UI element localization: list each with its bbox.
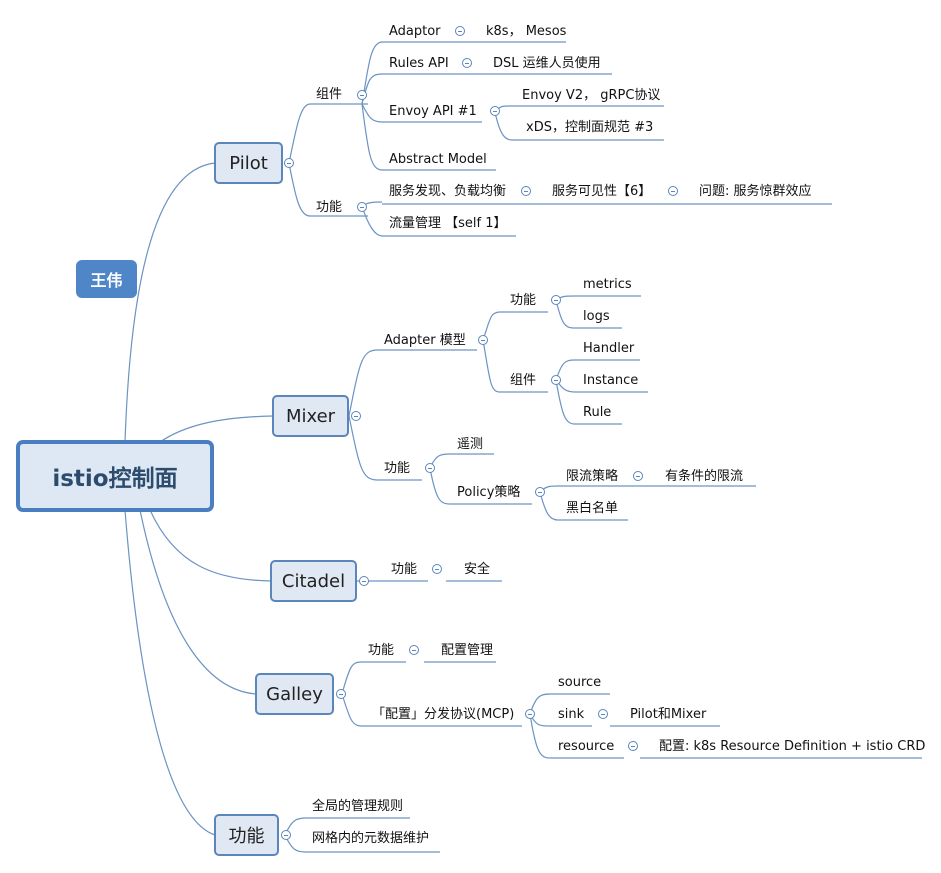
resource-collapse-icon[interactable] — [628, 741, 638, 751]
policy-collapse-icon[interactable] — [535, 487, 545, 497]
blackwhite-label[interactable]: 黑白名单 — [566, 501, 619, 516]
pilot-collapse-icon[interactable] — [284, 158, 294, 168]
components-collapse-icon[interactable] — [357, 90, 367, 100]
citadel-functions-collapse-icon[interactable] — [432, 564, 442, 574]
rate-limit-collapse-icon[interactable] — [633, 471, 643, 481]
mcp-collapse-icon[interactable] — [525, 709, 535, 719]
adaptor-label[interactable]: Adaptor — [389, 24, 441, 39]
pilot-functions-label[interactable]: 功能 — [316, 200, 343, 215]
galley-node[interactable]: Galley — [255, 673, 334, 715]
citadel-functions-label[interactable]: 功能 — [391, 562, 418, 577]
envoy-collapse-icon[interactable] — [490, 106, 500, 116]
resource-detail-label[interactable]: 配置: k8s Resource Definition + istio CRD — [659, 739, 926, 754]
adapter-comp-label[interactable]: 组件 — [510, 373, 537, 388]
root-node[interactable]: istio控制面 — [16, 440, 214, 512]
problem-label[interactable]: 问题: 服务惊群效应 — [699, 184, 812, 199]
rules-detail[interactable]: DSL 运维人员使用 — [493, 56, 601, 71]
global-rules-label[interactable]: 全局的管理规则 — [312, 799, 404, 814]
envoy-v2-label[interactable]: Envoy V2， gRPC协议 — [522, 88, 661, 103]
mixer-node[interactable]: Mixer — [272, 395, 349, 437]
logs-label[interactable]: logs — [583, 309, 610, 324]
config-mgmt-label[interactable]: 配置管理 — [441, 643, 494, 658]
envoy-api-label[interactable]: Envoy API #1 — [389, 104, 477, 119]
mixer-functions-label[interactable]: 功能 — [384, 461, 411, 476]
sink-collapse-icon[interactable] — [598, 709, 608, 719]
resource-label[interactable]: resource — [558, 739, 615, 754]
metadata-label[interactable]: 网格内的元数据维护 — [312, 831, 430, 846]
mixer-functions-collapse-icon[interactable] — [425, 463, 435, 473]
adapter-func-label[interactable]: 功能 — [510, 293, 537, 308]
adaptor-detail[interactable]: k8s， Mesos — [486, 24, 567, 39]
policy-label[interactable]: Policy策略 — [457, 485, 521, 500]
sink-label[interactable]: sink — [558, 707, 585, 722]
pilot-node[interactable]: Pilot — [214, 142, 283, 184]
adaptor-collapse-icon[interactable] — [455, 26, 465, 36]
function-node[interactable]: 功能 — [214, 814, 279, 856]
xds-label[interactable]: xDS，控制面规范 #3 — [526, 120, 654, 135]
pilot-functions-collapse-icon[interactable] — [357, 202, 367, 212]
handler-label[interactable]: Handler — [583, 341, 635, 356]
discovery-collapse-icon[interactable] — [521, 186, 531, 196]
citadel-collapse-icon[interactable] — [359, 576, 369, 586]
metrics-label[interactable]: metrics — [583, 277, 632, 292]
rules-api-label[interactable]: Rules API — [389, 56, 449, 71]
pilot-components-label[interactable]: 组件 — [316, 87, 343, 102]
service-visibility-label[interactable]: 服务可见性【6】 — [552, 184, 652, 199]
conditional-limit-label[interactable]: 有条件的限流 — [665, 469, 744, 484]
citadel-node[interactable]: Citadel — [270, 560, 357, 602]
adapter-collapse-icon[interactable] — [478, 335, 488, 345]
instance-label[interactable]: Instance — [583, 373, 639, 388]
rules-collapse-icon[interactable] — [462, 58, 472, 68]
rule-label[interactable]: Rule — [583, 405, 612, 420]
author-tag: 王伟 — [76, 260, 137, 298]
adapter-model-label[interactable]: Adapter 模型 — [384, 333, 466, 348]
abstract-model-label[interactable]: Abstract Model — [389, 152, 487, 167]
mixer-collapse-icon[interactable] — [351, 411, 361, 421]
mcp-label[interactable]: 「配置」分发协议(MCP) — [372, 707, 515, 722]
galley-functions-label[interactable]: 功能 — [368, 643, 395, 658]
adapter-comp-collapse-icon[interactable] — [551, 375, 561, 385]
rate-limit-label[interactable]: 限流策略 — [566, 469, 619, 484]
service-discovery-label[interactable]: 服务发现、负载均衡 — [389, 184, 507, 199]
security-label[interactable]: 安全 — [464, 562, 491, 577]
telemetry-label[interactable]: 遥测 — [457, 437, 484, 452]
sink-detail-label[interactable]: Pilot和Mixer — [630, 707, 707, 722]
galley-functions-collapse-icon[interactable] — [409, 645, 419, 655]
traffic-label[interactable]: 流量管理 【self 1】 — [389, 216, 507, 231]
source-label[interactable]: source — [558, 675, 602, 690]
galley-collapse-icon[interactable] — [336, 689, 346, 699]
visibility-collapse-icon[interactable] — [668, 186, 678, 196]
adapter-func-collapse-icon[interactable] — [551, 295, 561, 305]
function-collapse-icon[interactable] — [281, 830, 291, 840]
